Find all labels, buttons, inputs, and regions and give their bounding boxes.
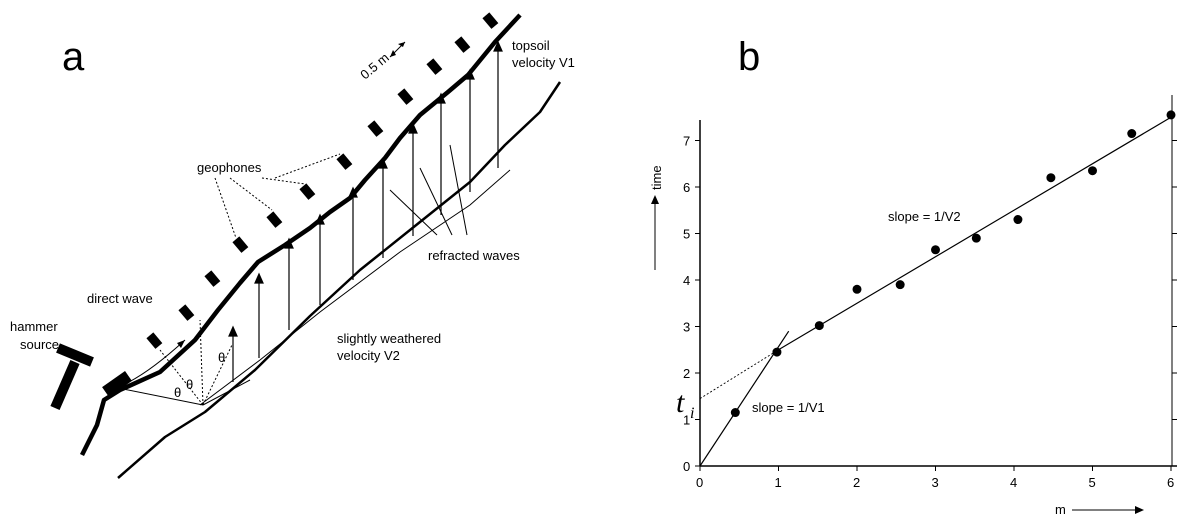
- fit-line: [778, 116, 1172, 351]
- x-axis-label-group: m: [1055, 502, 1144, 517]
- data-point: [1127, 129, 1137, 139]
- panel-b: b 0 1 2 3 4 5 6 0 1 2 3 4 5 6 7 time m t i slope = 1/V…: [649, 35, 1177, 517]
- data-point: [1013, 215, 1023, 225]
- topsoil-label-2: velocity V1: [512, 55, 575, 70]
- theta-label-1: θ: [174, 385, 181, 400]
- spacing-label: 0.5 m: [357, 50, 392, 82]
- direct-wave-arrow: [124, 339, 186, 385]
- intercept-label: t: [676, 386, 685, 419]
- axis-ticks: 0 1 2 3 4 5 6 0 1 2 3 4 5 6 7: [683, 134, 1177, 490]
- panel-a: a: [10, 12, 575, 479]
- topsoil-label-1: topsoil: [512, 38, 550, 53]
- hammer-icon: [50, 343, 94, 410]
- data-point: [730, 408, 740, 418]
- y-axis-label: time: [649, 165, 664, 190]
- y-tick-label: 1: [683, 413, 690, 428]
- data-point: [1166, 110, 1176, 120]
- data-point: [814, 321, 824, 331]
- x-tick-label: 5: [1089, 475, 1096, 490]
- y-tick-label: 7: [683, 134, 690, 149]
- weathered-label-2: velocity V2: [337, 348, 400, 363]
- refractor-interface: [117, 81, 562, 479]
- data-points: [730, 110, 1176, 418]
- refracted-rays: [228, 40, 503, 382]
- data-point: [931, 245, 940, 255]
- y-tick-label: 0: [683, 459, 690, 474]
- source-plate: [102, 371, 132, 397]
- direct-wave-label: direct wave: [87, 291, 153, 306]
- x-tick-label: 6: [1167, 475, 1174, 490]
- ground-surface: [79, 13, 522, 457]
- geophones: [146, 12, 499, 349]
- refracted-ray-path: [199, 169, 511, 406]
- theta-label-3: θ: [218, 350, 225, 365]
- panel-a-letter: a: [62, 35, 85, 79]
- theta-label-2: θ: [186, 377, 193, 392]
- y-tick-label: 2: [683, 366, 690, 381]
- data-point: [971, 233, 981, 243]
- panel-b-letter: b: [738, 35, 760, 79]
- y-tick-label: 3: [683, 320, 690, 335]
- x-tick-label: 2: [853, 475, 860, 490]
- slope-v2-label: slope = 1/V2: [888, 209, 961, 224]
- x-axis-label: m: [1055, 502, 1066, 517]
- x-tick-label: 4: [1010, 475, 1017, 490]
- y-axis-label-group: time: [649, 165, 664, 270]
- x-tick-label: 1: [775, 475, 782, 490]
- hammer-label-2: source: [20, 337, 59, 352]
- data-point: [1088, 166, 1097, 176]
- y-tick-label: 5: [683, 227, 690, 242]
- y-tick-label: 6: [683, 180, 690, 195]
- intercept-sub: i: [690, 405, 694, 422]
- geophones-label: geophones: [197, 160, 262, 175]
- spacing-arrow: [389, 41, 406, 58]
- data-point: [895, 280, 905, 290]
- y-tick-label: 4: [683, 273, 690, 288]
- x-tick-label: 0: [696, 475, 703, 490]
- slope-v1-label: slope = 1/V1: [752, 400, 825, 415]
- extrapolation-line: [699, 349, 779, 399]
- hammer-label-1: hammer: [10, 319, 58, 334]
- data-point: [1046, 173, 1056, 183]
- data-point: [852, 284, 862, 294]
- x-tick-label: 3: [932, 475, 939, 490]
- refracted-waves-label: refracted waves: [428, 248, 520, 263]
- data-point: [772, 347, 782, 357]
- weathered-label-1: slightly weathered: [337, 331, 441, 346]
